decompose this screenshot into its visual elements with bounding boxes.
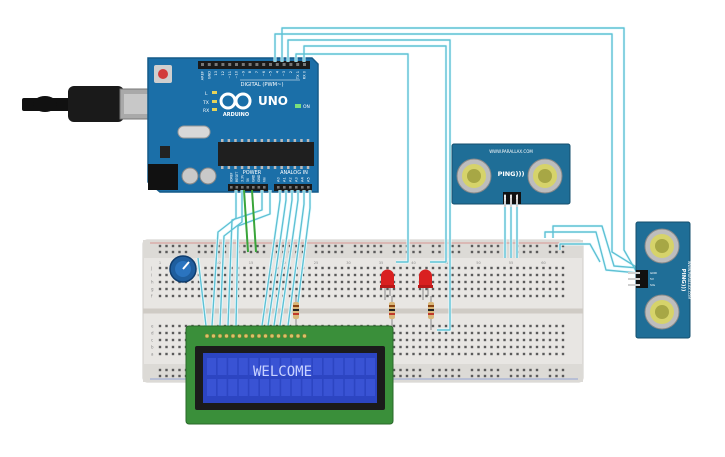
digital-pin-label: TX 1 — [296, 71, 300, 80]
digital-pin-label: ~5 — [269, 71, 273, 76]
sensor-1-model: PING))) — [498, 170, 525, 178]
row-letter: d — [151, 331, 154, 336]
digital-pin-label: 7 — [255, 71, 259, 73]
row-letter: c — [151, 338, 153, 343]
digital-pin-label: 2 — [289, 71, 293, 73]
potentiometer[interactable] — [169, 255, 197, 283]
power-pin-label: GND — [257, 174, 261, 182]
resistor-3[interactable] — [293, 296, 299, 326]
power-pin-label: IOREF — [229, 172, 233, 182]
row-letter: e — [151, 324, 154, 329]
column-number: 25 — [314, 261, 319, 265]
digital-pin-label: GND — [207, 71, 211, 79]
sensor-pin-label: SIG — [515, 193, 519, 199]
digital-pin-label: ~10 — [235, 70, 239, 78]
column-number: 35 — [379, 261, 384, 265]
row-letter: g — [151, 287, 154, 292]
wires — [196, 26, 642, 332]
l-label: L — [205, 91, 208, 97]
digital-pin-label: ~3 — [282, 71, 286, 76]
resistor-1[interactable] — [389, 296, 395, 330]
power-label: POWER — [243, 170, 262, 176]
sensor-pin-label: 5V — [650, 277, 655, 281]
row-letter: i — [151, 273, 152, 278]
atmega-chip — [218, 142, 314, 166]
digital-pin-label: RX 0 — [303, 70, 307, 79]
row-letter: j — [150, 266, 152, 271]
column-number: 50 — [476, 261, 481, 265]
analog-pin-label: A5 — [307, 177, 311, 182]
capacitor — [199, 167, 217, 185]
analog-pin-label: A1 — [283, 177, 287, 182]
digital-pin-holes — [201, 63, 306, 66]
resistor-2[interactable] — [428, 296, 434, 330]
ultrasonic-sensor-2[interactable]: PING))) WWW.PARALLAX.COM GND 5V SIG — [628, 221, 691, 339]
rx-label: RX — [203, 108, 209, 114]
power-led — [295, 104, 301, 108]
power-pin-label: Vin — [262, 177, 266, 182]
digital-label: DIGITAL (PWM~) — [240, 82, 283, 88]
column-number: 15 — [249, 261, 254, 265]
lcd-character-cells — [207, 358, 375, 396]
column-number: 60 — [541, 261, 546, 265]
digital-pin-label: 13 — [214, 71, 218, 76]
sensor-1-brand: WWW.PARALLAX.COM — [489, 149, 533, 154]
digital-pin-label: ~9 — [241, 70, 245, 76]
lcd-pins — [204, 333, 307, 339]
digital-pin-label: 12 — [221, 71, 225, 76]
brand-text: ARDUINO — [223, 112, 249, 118]
digital-pin-label: 8 — [248, 70, 252, 73]
usb-cable[interactable] — [22, 86, 155, 122]
analog-header — [274, 184, 312, 191]
column-number: 55 — [509, 261, 514, 265]
power-pin-label: RESET — [235, 172, 239, 182]
sensor-pin-label: 5V — [509, 193, 513, 198]
power-pin-label: 5V — [246, 177, 250, 182]
column-number: 10 — [216, 261, 221, 265]
led-1[interactable] — [380, 269, 395, 301]
sensor-2-brand: WWW.PARALLAX.COM — [687, 261, 691, 299]
analog-label: ANALOG IN — [280, 170, 308, 176]
arduino-logo: UNO ARDUINO — [219, 92, 288, 118]
tx-label: TX — [202, 100, 209, 106]
sensor-pin-label: GND — [503, 193, 507, 201]
reset-button[interactable] — [154, 65, 172, 83]
sensor-pin-label: GND — [650, 271, 658, 275]
row-letter: a — [151, 352, 154, 357]
digital-pin-label: AREF — [201, 71, 205, 80]
power-jack — [148, 164, 178, 190]
led-2[interactable] — [418, 269, 433, 301]
power-pin-label: 3.3V — [240, 174, 244, 182]
analog-pin-label: A0 — [277, 177, 281, 182]
column-number: 40 — [411, 261, 416, 265]
analog-pin-label: A3 — [295, 177, 299, 182]
row-letter: b — [151, 345, 154, 350]
analog-pin-label: A4 — [301, 177, 305, 182]
crystal — [177, 125, 211, 139]
column-number: 1 — [159, 261, 161, 265]
column-number: 30 — [346, 261, 351, 265]
lcd-display-text: WELCOME — [253, 364, 312, 380]
row-letter: f — [151, 294, 153, 299]
digital-pin-label: ~11 — [228, 71, 232, 79]
digital-pin-label: 4 — [275, 70, 279, 73]
digital-header — [198, 61, 310, 69]
capacitor — [181, 167, 199, 185]
lcd-16x2[interactable]: WELCOME — [185, 325, 394, 425]
power-pin-label: GND — [251, 174, 255, 182]
on-label: ON — [303, 104, 310, 110]
analog-pin-label: A2 — [289, 177, 293, 182]
sensor-2-model: PING))) — [680, 269, 686, 292]
row-letter: h — [151, 280, 154, 285]
uno-logo-text: UNO — [258, 94, 288, 108]
sensor-pin-label: SIG — [650, 283, 656, 287]
digital-pin-label: ~6 — [262, 70, 266, 76]
